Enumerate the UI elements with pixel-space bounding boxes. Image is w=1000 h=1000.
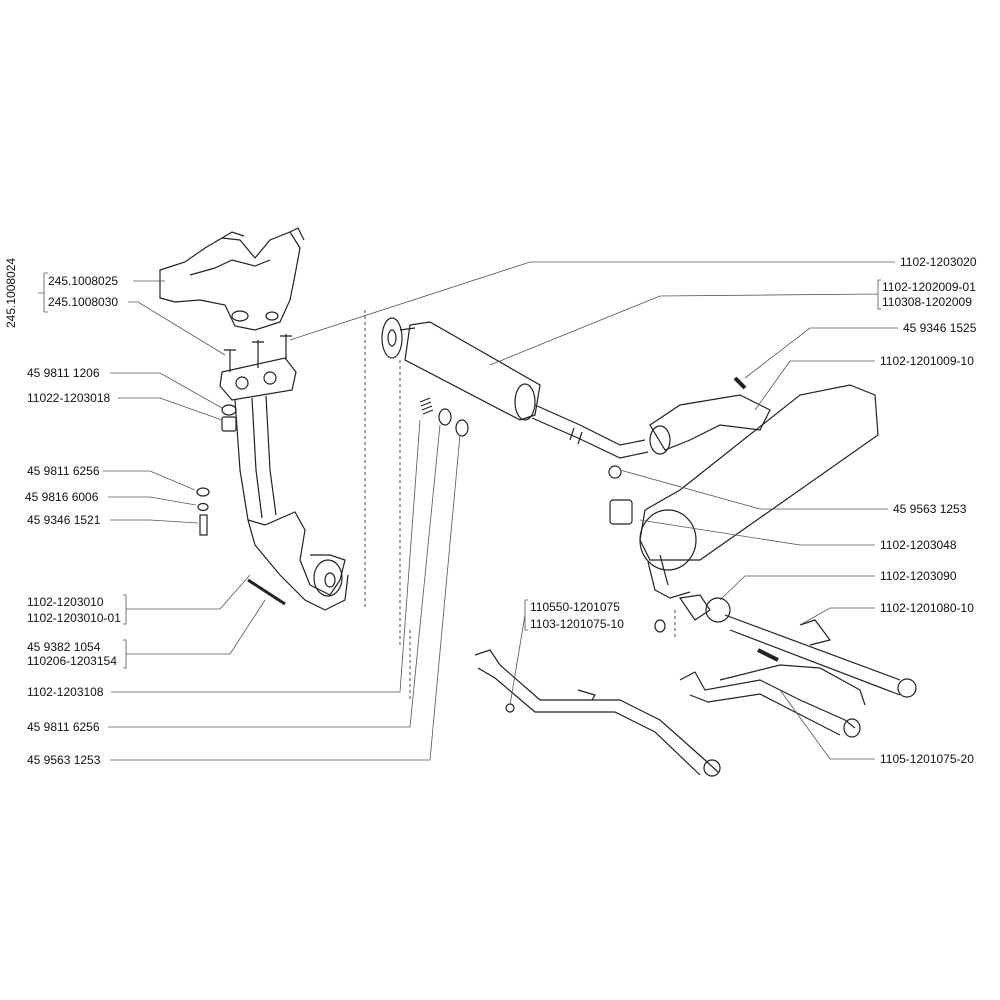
resonator: [381, 317, 649, 459]
label-front-pipe-b: 1102-1203010-01: [27, 611, 121, 625]
label-washer-3: 45 9811 6256: [27, 720, 100, 734]
spring-and-rings: [419, 397, 622, 479]
leader-lines: [38, 261, 898, 761]
label-nut-2: 45 9563 1253: [27, 753, 101, 767]
label-bolt-2b: 110206-1203154: [27, 654, 117, 668]
left-hardware: [196, 404, 286, 606]
exhaust-manifold: [159, 227, 305, 331]
label-bolt-2a: 45 9382 1054: [27, 640, 101, 654]
label-manifold: 245.1008025: [48, 274, 119, 288]
label-front-pipe-a: 1102-1203010: [27, 595, 104, 609]
label-pipe-b: 1103-1201075-10: [530, 617, 624, 631]
label-nut-3: 45 9563 1253: [893, 502, 967, 516]
label-bolt-3: 45 9346 1525: [903, 321, 977, 335]
label-hanger: 1102-1203048: [880, 538, 957, 552]
manifold-gasket: [219, 334, 297, 401]
label-washer-1: 45 9811 6256: [27, 464, 100, 478]
label-pipe-2: 1105-1201075-20: [880, 752, 974, 766]
label-pipe-a: 110550-1201075: [530, 600, 620, 614]
intermediate-pipe: [474, 649, 721, 777]
label-spring: 1102-1203108: [27, 685, 104, 699]
label-washer-2: 45 9816 6006: [25, 490, 99, 504]
label-ring: 1102-1203020: [900, 255, 977, 269]
label-resonator-b: 110308-1202009: [882, 295, 972, 309]
label-muffler: 1102-1201009-10: [880, 354, 974, 368]
label-spacer: 11022-1203018: [27, 391, 111, 405]
label-resonator-a: 1102-1202009-01: [882, 280, 976, 294]
muffler: [609, 376, 879, 599]
front-pipe: [234, 395, 349, 611]
label-tail-pipe: 1102-1201080-10: [880, 601, 974, 615]
tail-pipe: [654, 594, 917, 698]
label-nut-1: 45 9811 1206: [27, 366, 100, 380]
label-gasket: 1102-1203090: [880, 569, 957, 583]
second-pipe: [679, 664, 866, 738]
label-manifold-assembly: 245.1008024: [4, 257, 18, 328]
label-manifold-gasket: 245.1008030: [48, 295, 119, 309]
label-bolt-1: 45 9346 1521: [27, 513, 101, 527]
